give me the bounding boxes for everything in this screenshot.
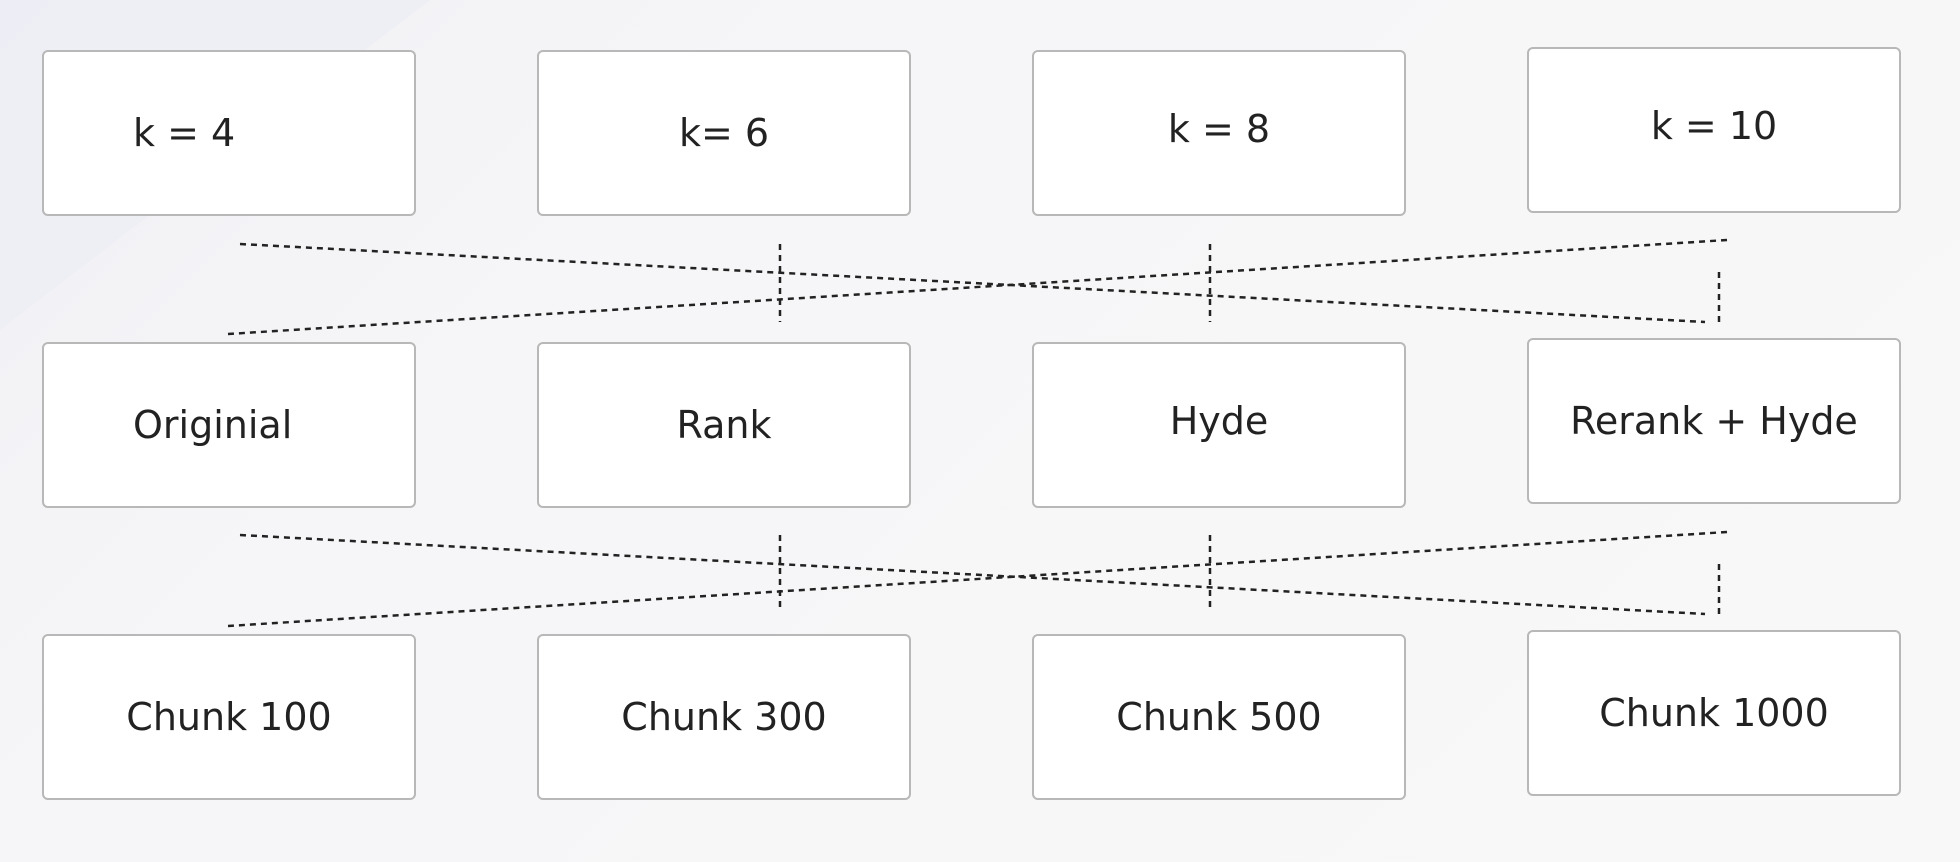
rerank-hyde-box: Rerank + Hyde [1527, 338, 1901, 504]
k-4-box: k = 4 [42, 50, 416, 216]
chunk-300-label: Chunk 300 [621, 695, 827, 739]
chunk-1000-label: Chunk 1000 [1599, 691, 1829, 735]
rank-box: Rank [537, 342, 911, 508]
chunk-500-box: Chunk 500 [1032, 634, 1406, 800]
rank-label: Rank [676, 403, 772, 447]
connector-reranked-to-chunk100 [227, 530, 1728, 628]
hyde-box: Hyde [1032, 342, 1406, 508]
chunk-500-label: Chunk 500 [1116, 695, 1322, 739]
chunk-1000-box: Chunk 1000 [1527, 630, 1901, 796]
k-10-box: k = 10 [1527, 47, 1901, 213]
k-10-label: k = 10 [1650, 104, 1778, 148]
original-box: Originial [42, 342, 416, 508]
original-label: Originial [133, 403, 293, 447]
chunk-100-label: Chunk 100 [126, 695, 332, 739]
connector-original-to-chunk1000 [239, 533, 1706, 616]
k-8-label: k = 8 [1167, 107, 1271, 151]
connector-k4-to-reranked [239, 242, 1706, 324]
rerank-hyde-label: Rerank + Hyde [1570, 399, 1858, 443]
k-6-box: k= 6 [537, 50, 911, 216]
k-6-label: k= 6 [678, 111, 770, 155]
connectors-row1-to-row2 [227, 238, 1728, 336]
chunk-300-box: Chunk 300 [537, 634, 911, 800]
connector-k10-to-original [227, 238, 1728, 336]
k-8-box: k = 8 [1032, 50, 1406, 216]
connectors-row2-to-row3 [227, 530, 1728, 628]
hyde-label: Hyde [1169, 399, 1269, 443]
chunk-100-box: Chunk 100 [42, 634, 416, 800]
k-4-label: k = 4 [133, 111, 236, 155]
